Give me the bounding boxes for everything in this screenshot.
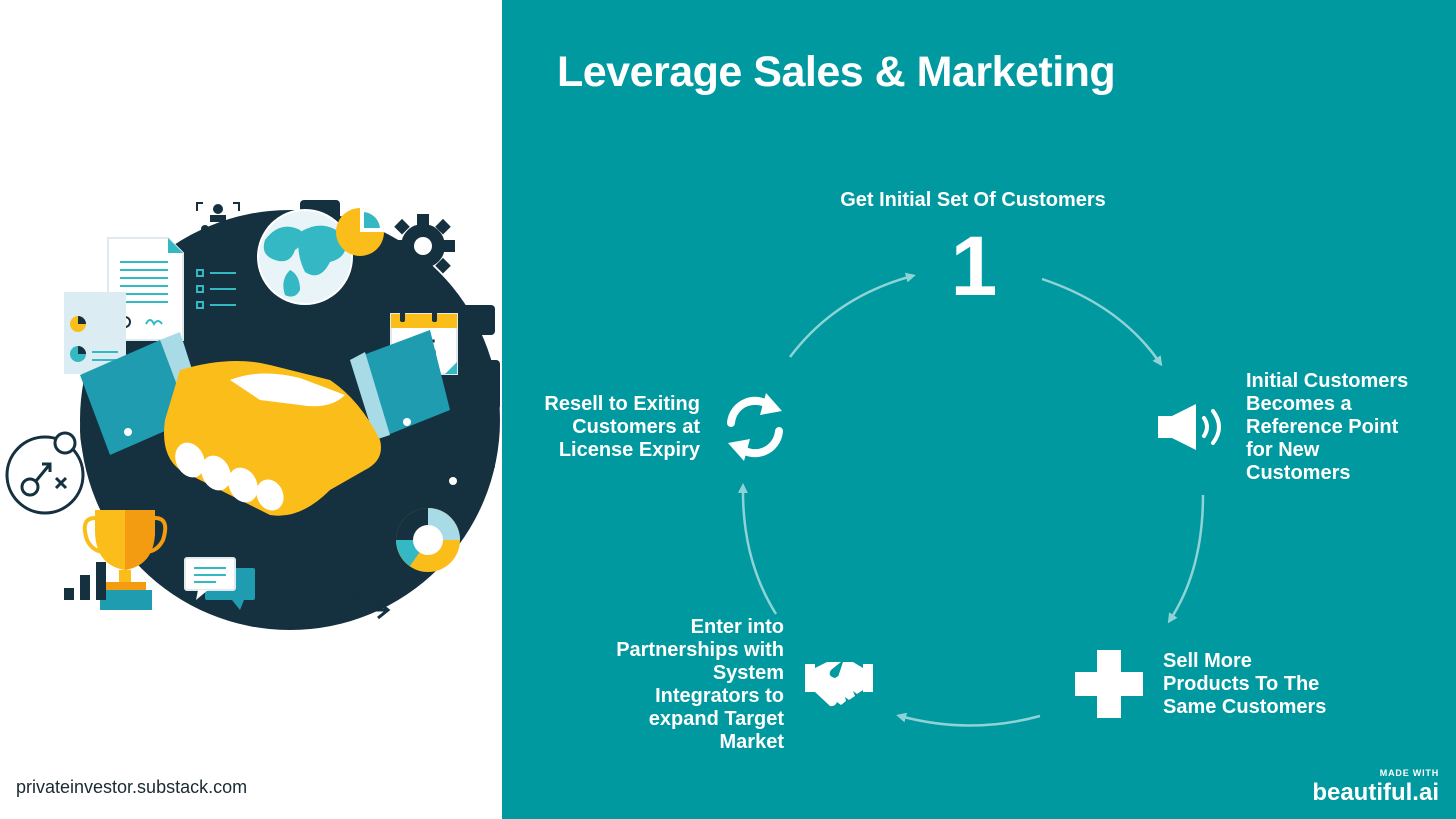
globe-icon bbox=[257, 209, 353, 305]
speaker-icon bbox=[1158, 404, 1221, 450]
handshake-hands bbox=[164, 361, 381, 516]
pie-chart-icon bbox=[336, 208, 384, 256]
source-credit: privateinvestor.substack.com bbox=[16, 777, 248, 797]
arrow-step1-to-step2 bbox=[1041, 277, 1163, 367]
made-with-label: MADE WITH bbox=[1379, 768, 1439, 778]
number-one-icon: 1 bbox=[944, 224, 1004, 308]
donut-chart-icon bbox=[396, 508, 460, 572]
refresh-icon bbox=[727, 393, 783, 461]
step-label-resell: Resell to Exiting Customers at License E… bbox=[544, 393, 700, 461]
trophy-icon bbox=[82, 510, 168, 610]
center-number: 1 bbox=[950, 219, 998, 313]
arrow-step2-to-step3 bbox=[1167, 494, 1205, 624]
chat-bubble-icon bbox=[184, 557, 255, 610]
arrow-step5-to-step1 bbox=[789, 272, 916, 358]
business-handshake-illustration: 25 bbox=[5, 200, 500, 630]
content-panel bbox=[502, 0, 1456, 819]
brand-logo: beautiful.ai bbox=[1312, 779, 1439, 806]
slide-title: Leverage Sales & Marketing bbox=[557, 48, 1116, 96]
arrow-step3-to-step4 bbox=[896, 712, 1041, 727]
shuffle-icon bbox=[326, 570, 391, 620]
plus-icon bbox=[1075, 650, 1143, 718]
illustration-panel: 25 bbox=[0, 0, 502, 819]
strategy-icon bbox=[5, 431, 85, 515]
bar-chart-icon bbox=[64, 562, 106, 600]
step-label-partnerships: Enter into Partnerships with System Inte… bbox=[616, 616, 784, 753]
arrow-step4-to-step5 bbox=[737, 483, 778, 615]
step-label-reference-point: Initial Customers Becomes a Reference Po… bbox=[1246, 370, 1409, 484]
checklist-icon bbox=[196, 269, 236, 309]
step-label-sell-more-products: Sell More Products To The Same Customers bbox=[1163, 650, 1327, 718]
step-label-get-initial-customers: Get Initial Set Of Customers bbox=[840, 189, 1106, 211]
small-gear-icon bbox=[438, 466, 468, 496]
gear-icon bbox=[391, 214, 455, 278]
right-sleeve bbox=[350, 330, 450, 440]
org-chart-icon bbox=[196, 202, 240, 241]
handshake-icon bbox=[805, 662, 873, 707]
cycle-arrows bbox=[737, 272, 1205, 727]
